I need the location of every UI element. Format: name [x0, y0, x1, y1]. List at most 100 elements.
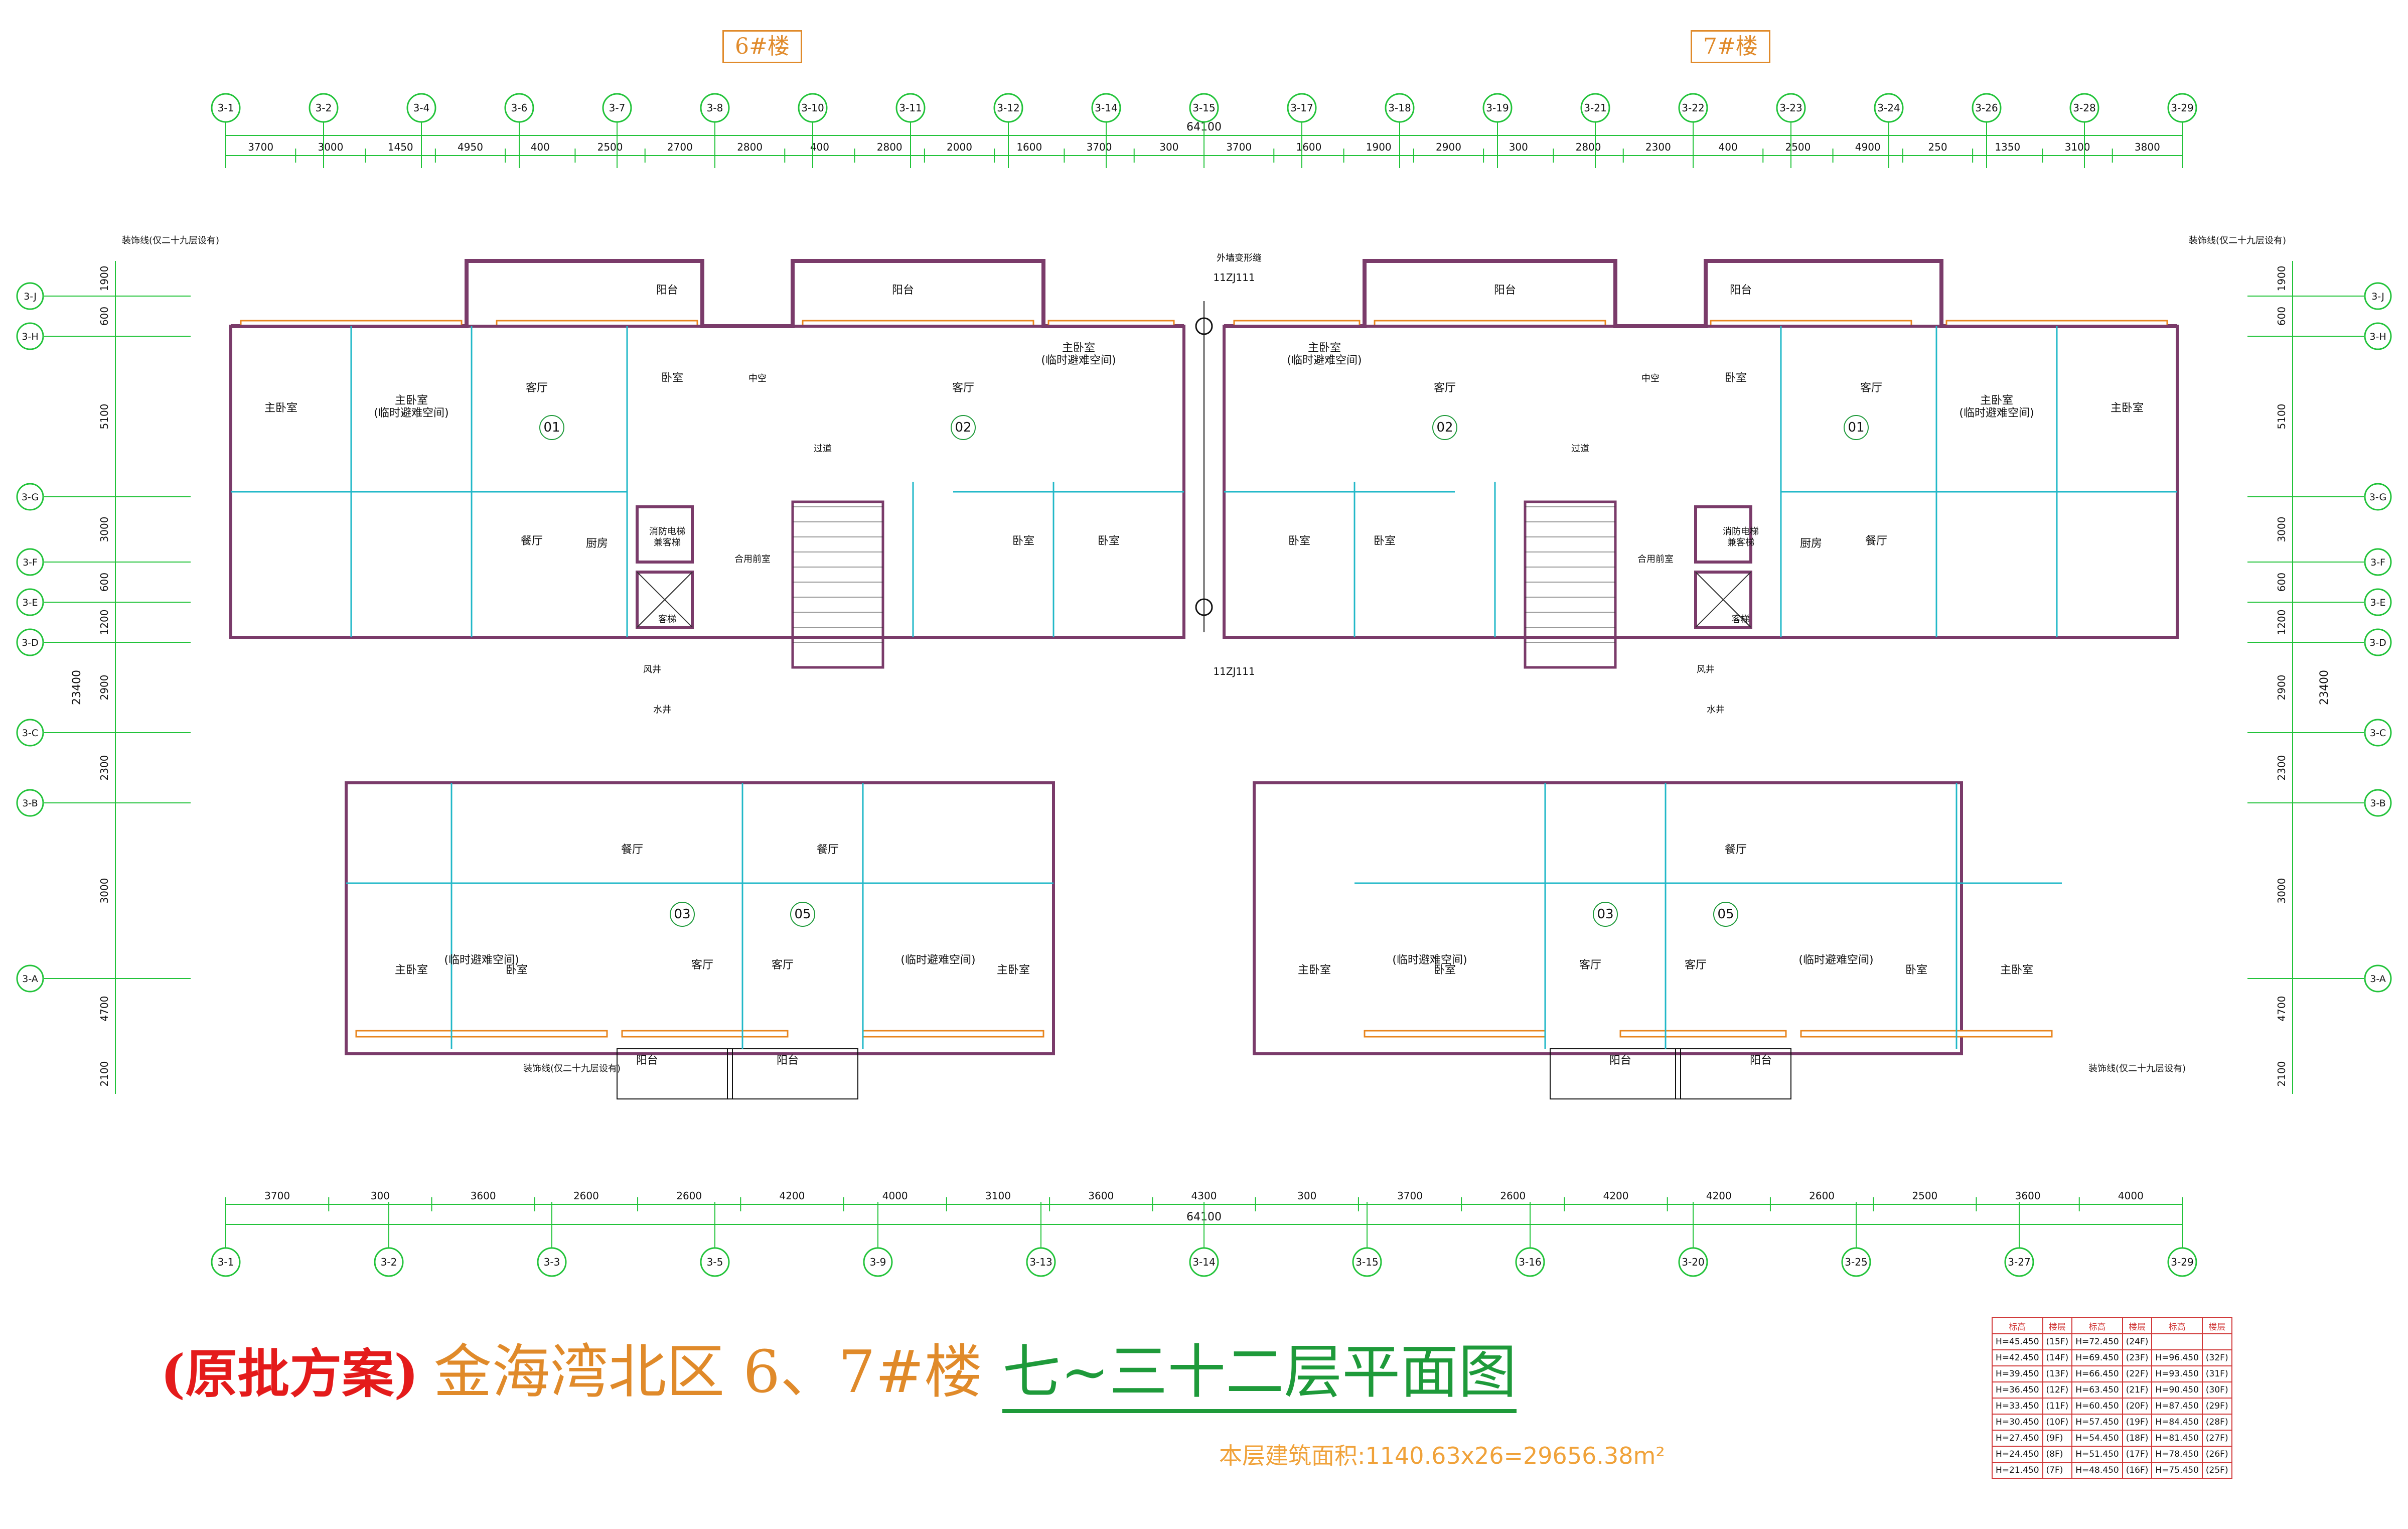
- room-label: 卧室: [506, 964, 528, 977]
- room-label: 主卧室: [395, 394, 428, 407]
- elevation-cell: H=75.450: [2151, 1462, 2203, 1479]
- room-label: 卧室: [1905, 964, 1927, 977]
- room-label: 阳台: [636, 1054, 658, 1067]
- bottom-dim-label: 2600: [676, 1190, 702, 1202]
- room-label: (临时避难空间): [1287, 354, 1362, 367]
- grid-top-bubble: [2069, 93, 2099, 123]
- grid-side-bubble: [2364, 719, 2392, 747]
- elevation-row: H=39.450(13F)H=66.450(22F)H=93.450(31F): [1992, 1365, 2232, 1382]
- grid-bottom-label: 3-9: [870, 1256, 886, 1268]
- top-dim-label: 4900: [1855, 141, 1881, 153]
- elevation-cell: (13F): [2042, 1365, 2073, 1382]
- grid-side-bubble: [2364, 548, 2392, 576]
- elevation-row: H=45.450(15F)H=72.450(24F): [1992, 1333, 2232, 1350]
- elevation-cell: (16F): [2122, 1462, 2153, 1479]
- grid-top-bubble: [1874, 93, 1904, 123]
- fire-lift-shaft: [636, 505, 694, 564]
- elevation-cell: (27F): [2201, 1430, 2232, 1447]
- room-label: 主卧室: [2000, 964, 2033, 977]
- top-dim-label: 400: [531, 141, 550, 153]
- building-label-7: 7#楼: [1691, 30, 1770, 63]
- grid-bottom-bubble: [1352, 1247, 1382, 1277]
- total-depth-right: 23400: [2318, 670, 2331, 705]
- bottom-dim-label: 2600: [1809, 1190, 1835, 1202]
- elevation-cell: H=24.450: [1992, 1446, 2043, 1463]
- window-strip: [1800, 1030, 2053, 1038]
- top-dim-label: 1600: [1296, 141, 1321, 153]
- lower-unit-envelope: [1253, 781, 1963, 1055]
- core-label: 水井: [653, 705, 671, 715]
- grid-top-bubble: [2167, 93, 2197, 123]
- elevation-cell: H=27.450: [1992, 1430, 2043, 1447]
- room-label: 阳台: [777, 1054, 799, 1067]
- top-dim-label: 300: [1159, 141, 1178, 153]
- grid-top-label: 3-15: [1192, 102, 1215, 114]
- elevation-cell: H=78.450: [2151, 1446, 2203, 1463]
- grid-top-label: 3-28: [2073, 102, 2095, 114]
- window-strip: [355, 1030, 608, 1038]
- grid-side-label: 3-C: [2370, 728, 2386, 739]
- deco-line-note: 装饰线(仅二十九层设有): [2088, 1063, 2186, 1074]
- room-label: (临时避难空间): [374, 407, 448, 420]
- side-dim-label-right: 2100: [2276, 1061, 2288, 1087]
- balcony-outline: [617, 1048, 733, 1099]
- side-dim-label-left: 4700: [98, 996, 110, 1022]
- grid-side-label: 3-G: [2369, 492, 2386, 503]
- core-label: 中空: [748, 373, 767, 384]
- grid-side-label: 3-B: [22, 798, 38, 809]
- side-dim-label-left: 2300: [98, 755, 110, 781]
- top-dim-label: 3000: [318, 141, 343, 153]
- grid-bottom-label: 3-27: [2008, 1256, 2030, 1268]
- grid-top-bubble: [504, 93, 534, 123]
- grid-top-bubble: [602, 93, 632, 123]
- grid-bottom-label: 3-16: [1519, 1256, 1541, 1268]
- top-dim-label: 2800: [877, 141, 902, 153]
- grid-side-label: 3-C: [22, 728, 38, 739]
- grid-top-label: 3-11: [899, 102, 922, 114]
- elevation-cell: H=21.450: [1992, 1462, 2043, 1479]
- room-label: 卧室: [1098, 535, 1120, 547]
- elevation-cell: H=54.450: [2071, 1430, 2123, 1447]
- elevation-row: H=36.450(12F)H=63.450(21F)H=90.450(30F): [1992, 1381, 2232, 1399]
- grid-top-bubble: [895, 93, 926, 123]
- grid-bottom-label: 3-13: [1029, 1256, 1052, 1268]
- unit-number: 02: [1436, 420, 1453, 435]
- elevation-cell: H=48.450: [2071, 1462, 2123, 1479]
- bottom-dim-label: 4200: [1603, 1190, 1629, 1202]
- lift-cross: [637, 572, 693, 628]
- core-label: 客梯: [1732, 614, 1750, 625]
- grid-top-bubble: [993, 93, 1023, 123]
- top-dim-label: 4950: [458, 141, 483, 153]
- grid-bottom-bubble: [1515, 1247, 1545, 1277]
- top-dim-label: 3800: [2135, 141, 2160, 153]
- bottom-dim-label: 4000: [2118, 1190, 2144, 1202]
- grid-bottom-label: 3-20: [1682, 1256, 1704, 1268]
- elevation-cell: (24F): [2122, 1333, 2153, 1350]
- grid-side-label: 3-H: [22, 331, 38, 342]
- grid-top-label: 3-18: [1388, 102, 1411, 114]
- grid-top-label: 3-17: [1290, 102, 1313, 114]
- room-label: 卧室: [661, 372, 683, 384]
- elevation-header: 标高: [2151, 1317, 2203, 1334]
- grid-top-label: 3-23: [1779, 102, 1802, 114]
- top-dim-label: 3100: [2065, 141, 2090, 153]
- grid-top-label: 3-26: [1975, 102, 1998, 114]
- elevation-cell: (17F): [2122, 1446, 2153, 1463]
- deco-line-note: 装饰线(仅二十九层设有): [122, 235, 219, 246]
- core-label: 合用前室: [1637, 554, 1674, 565]
- room-label: 主卧室: [2111, 402, 2144, 414]
- grid-side-bubble: [16, 719, 44, 747]
- side-dim-label-left: 600: [98, 573, 110, 592]
- grid-top-bubble: [1482, 93, 1513, 123]
- grid-top-label: 3-2: [316, 102, 332, 114]
- room-label: 卧室: [1012, 535, 1034, 547]
- elevation-header: 标高: [1992, 1317, 2043, 1334]
- bottom-dim-label: 4000: [882, 1190, 908, 1202]
- side-dim-label-left: 600: [98, 307, 110, 326]
- room-label: 卧室: [1434, 964, 1456, 977]
- grid-bottom-bubble: [2004, 1247, 2034, 1277]
- bottom-dim-label: 3100: [985, 1190, 1011, 1202]
- side-dim-label-left: 1200: [98, 610, 110, 635]
- room-label: 阳台: [892, 284, 914, 297]
- detail-ref-marker: [1195, 317, 1213, 335]
